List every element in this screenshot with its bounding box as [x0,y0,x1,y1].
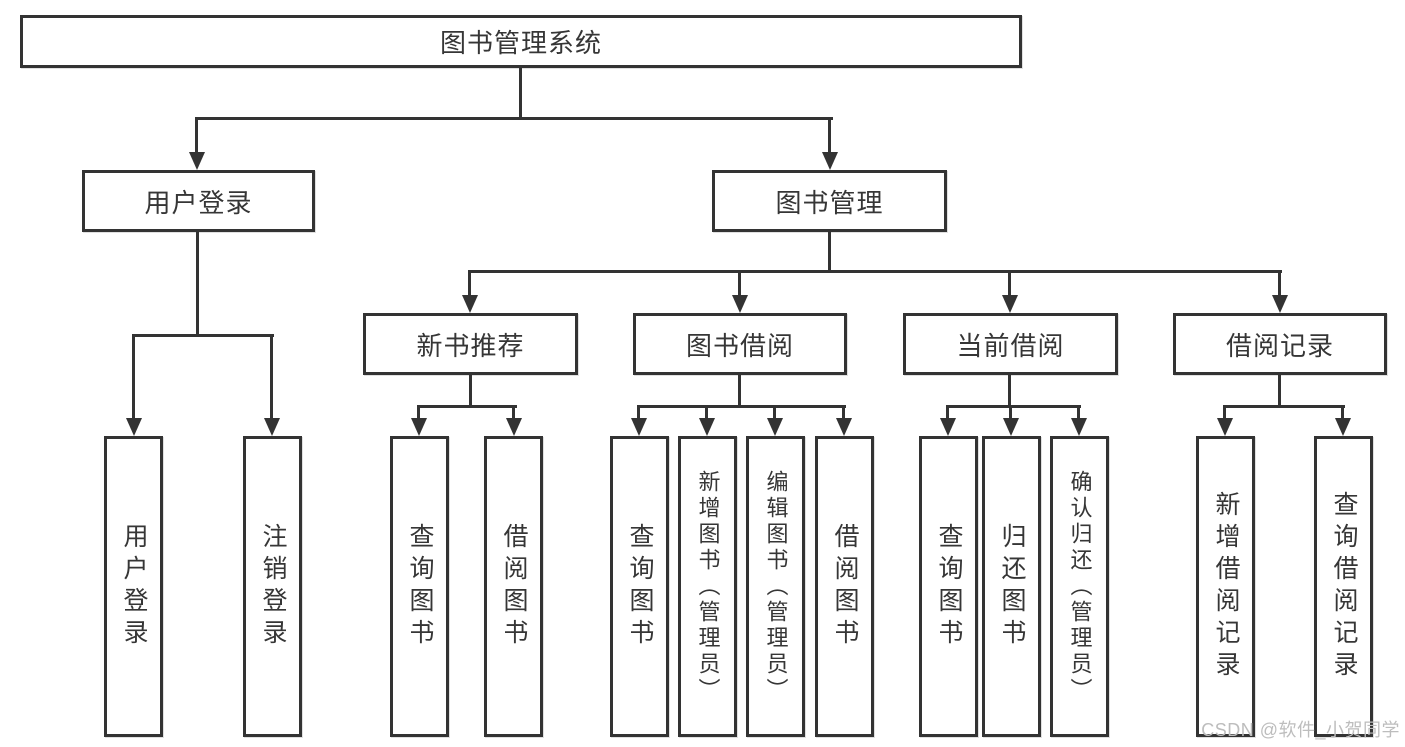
node-root: 图书管理系统 [20,15,1022,68]
leaf-logout: 注销登录 [243,436,302,737]
connector-line [270,334,273,420]
connector-line [519,68,522,119]
node-book-management: 图书管理 [712,170,947,232]
leaf-br-query-record: 查询借阅记录 [1314,436,1373,737]
connector-line [196,230,199,336]
arrowhead-icon [1217,418,1233,436]
arrowhead-icon [940,418,956,436]
arrowhead-icon [1071,418,1087,436]
connector-line [1009,405,1012,420]
connector-line [512,405,515,420]
connector-line [1008,270,1011,297]
connector-line [1341,405,1344,420]
arrowhead-icon [732,295,748,313]
arrowhead-icon [1003,418,1019,436]
arrowhead-icon [822,152,838,170]
arrowhead-icon [1272,295,1288,313]
leaf-br-add-record-label: 新增借阅记录 [1212,490,1240,683]
leaf-bb-add-books: 新增图书（管理员） [678,436,737,737]
arrowhead-icon [767,418,783,436]
connector-line [828,230,831,273]
leaf-cb-query-books: 查询图书 [919,436,978,737]
arrowhead-icon [1002,295,1018,313]
connector-line [637,405,846,408]
watermark: CSDN @软件_小贺同学 [1201,720,1400,740]
connector-line [1223,405,1345,408]
leaf-nbr-borrow-books: 借阅图书 [484,436,543,737]
arrowhead-icon [462,295,478,313]
connector-line [1278,373,1281,407]
connector-line [773,405,776,420]
node-borrow-records: 借阅记录 [1173,313,1387,375]
arrowhead-icon [836,418,852,436]
connector-line [1077,405,1080,420]
leaf-nbr-query-books: 查询图书 [390,436,449,737]
arrowhead-icon [126,418,142,436]
arrowhead-icon [411,418,427,436]
connector-line [417,405,517,408]
connector-line [1223,405,1226,420]
leaf-bb-query-books: 查询图书 [610,436,669,737]
connector-line [946,405,949,420]
leaf-logout-label: 注销登录 [259,522,287,651]
arrowhead-icon [1335,418,1351,436]
connector-line [469,373,472,407]
leaf-bb-borrow-books-label: 借阅图书 [831,522,859,651]
node-borrow-records-label: 借阅记录 [1225,330,1334,361]
node-new-book-recommend: 新书推荐 [363,313,578,375]
connector-line [738,373,741,407]
connector-line [842,405,845,420]
node-book-management-label: 图书管理 [775,187,884,218]
arrowhead-icon [506,418,522,436]
connector-line [196,117,833,120]
node-root-label: 图书管理系统 [439,28,602,58]
leaf-cb-confirm-return: 确认归还（管理员） [1050,436,1109,737]
leaf-bb-borrow-books: 借阅图书 [815,436,874,737]
connector-line [132,334,274,337]
leaf-user-login-label: 用户登录 [120,522,148,651]
connector-line [705,405,708,420]
connector-line [637,405,640,420]
node-current-borrow-label: 当前借阅 [956,330,1065,361]
arrowhead-icon [189,152,205,170]
leaf-cb-query-books-label: 查询图书 [935,522,963,651]
node-current-borrow: 当前借阅 [903,313,1118,375]
leaf-bb-query-books-label: 查询图书 [626,522,654,651]
leaf-bb-add-books-label: 新增图书（管理员） [695,469,721,704]
node-user-login-label: 用户登录 [144,187,253,218]
node-book-borrow-label: 图书借阅 [685,330,794,361]
arrowhead-icon [264,418,280,436]
leaf-br-query-record-label: 查询借阅记录 [1330,490,1358,683]
leaf-cb-return-books: 归还图书 [982,436,1041,737]
connector-line [417,405,420,420]
leaf-cb-confirm-return-label: 确认归还（管理员） [1067,469,1093,704]
node-book-borrow: 图书借阅 [633,313,847,375]
leaf-user-login: 用户登录 [104,436,163,737]
node-user-login: 用户登录 [82,170,315,232]
connector-line [195,117,198,154]
connector-line [946,405,1081,408]
connector-line [1278,270,1281,297]
leaf-cb-return-books-label: 归还图书 [998,522,1026,651]
connector-line [132,334,135,420]
arrowhead-icon [631,418,647,436]
arrowhead-icon [699,418,715,436]
leaf-nbr-borrow-books-label: 借阅图书 [500,522,528,651]
connector-line [828,117,831,154]
connector-line [1008,373,1011,407]
leaf-br-add-record: 新增借阅记录 [1196,436,1255,737]
connector-line [738,270,741,297]
connector-line [468,270,1282,273]
connector-line [468,270,471,297]
leaf-bb-edit-books-label: 编辑图书（管理员） [763,469,789,704]
node-new-book-recommend-label: 新书推荐 [416,330,525,361]
leaf-nbr-query-books-label: 查询图书 [406,522,434,651]
leaf-bb-edit-books: 编辑图书（管理员） [746,436,805,737]
